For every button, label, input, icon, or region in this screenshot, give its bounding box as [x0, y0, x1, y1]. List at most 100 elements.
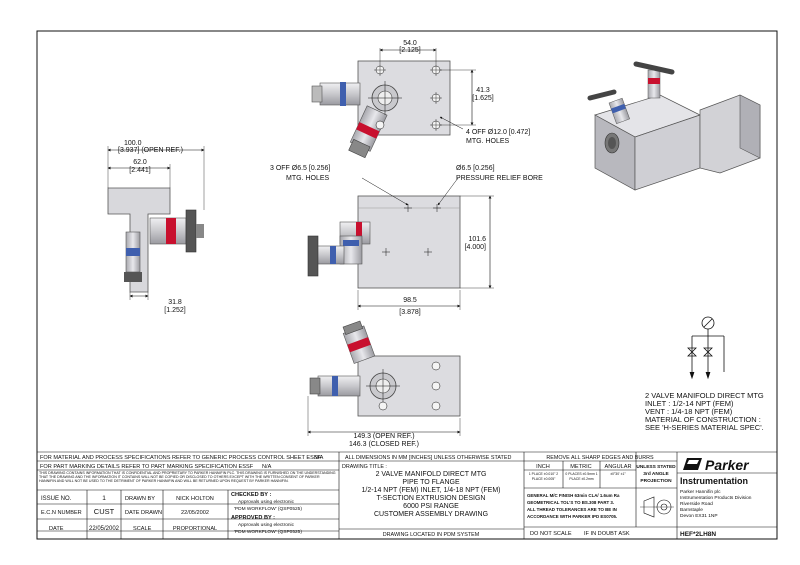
date-label: DATE [49, 526, 64, 532]
marking-note: FOR PART MARKING DETAILS REFER TO PART M… [40, 464, 254, 470]
top-width-dim-inch: [2.125] [399, 47, 420, 54]
top-holes-note-2: MTG. HOLES [466, 138, 510, 145]
confidentiality-notice: THIS DRAWING CONTAINS INFORMATION THAT I… [39, 471, 336, 484]
tolerance-metric-values: 0 PLACES ±0.5mm 1 PLACE ±0.2mm [565, 472, 598, 481]
finish-line-1: GENERAL M/C FINISH 63min CLA/ 1.6um Ra [527, 493, 620, 498]
date-drawn-value: 22/05/2002 [181, 510, 209, 516]
do-not-scale-note: DO NOT SCALE [530, 531, 572, 537]
finish-line-3: ALL THREAD TOLERANCES ARE TO BE IN [527, 507, 617, 512]
spec-line-4: MATERIAL OF CONSTRUCTION : [645, 415, 761, 424]
valve-schematic [687, 316, 725, 380]
side-62-dim-value: 62.0 [133, 159, 147, 166]
bottom-open-dim: 149.3 (OPEN REF.) [353, 433, 414, 440]
remove-burrs-note: REMOVE ALL SHARP EDGES AND BURRS [546, 455, 654, 461]
scale-label: SCALE [133, 526, 152, 532]
top-view: 54.0 [2.125] 41.3 [1.625] 4 OFF Ø12.0 [0… [311, 40, 530, 159]
side-open-dim-inch: [3.937] (OPEN REF.) [118, 147, 183, 154]
side-31-dim-inch: [1.252] [164, 307, 185, 314]
projection-line-1: UNLESS STATED [636, 464, 676, 470]
spec-line-3: VENT : 1/4-18 NPT (FEM) [645, 407, 733, 416]
approved-by-sub: Approvals using electronic [238, 522, 295, 528]
bottom-view: 149.3 (OPEN REF.) 146.3 (CLOSED REF.) [307, 320, 461, 448]
date-value: 22/05/2002 [89, 526, 120, 532]
checked-by-label: CHECKED BY : [231, 492, 271, 498]
scale-value: PROPORTIONAL [173, 526, 217, 532]
top-width-dim-value: 54.0 [403, 40, 417, 47]
top-inlet-valve [348, 105, 388, 159]
sheet-border [36, 30, 778, 540]
material-note: FOR MATERIAL AND PROCESS SPECIFICATIONS … [40, 455, 322, 461]
address-line-3: Riverside Road [680, 501, 713, 507]
date-drawn-label: DATE DRAWN [125, 510, 162, 516]
approved-by-pdm: 'PDM WORKFLOW' (QSP0525) [234, 529, 302, 535]
bottom-closed-dim: 146.3 (CLOSED REF.) [349, 441, 419, 448]
front-view-body [357, 195, 461, 289]
tolerance-inch-values: 1 PLACE ±0.010" 2 PLACE ±0.005" [528, 472, 559, 481]
checked-by-pdm: 'PDM WORKFLOW' (QSP0525) [234, 506, 302, 512]
address-line-5: Devon EX31 1NP [680, 513, 718, 519]
third-angle-projection-icon [640, 496, 674, 518]
front-mtg-note-2: MTG. HOLES [286, 175, 330, 182]
checked-by-sub: Approvals using electronic [238, 499, 295, 505]
isometric-view [587, 61, 761, 191]
marking-note-value: N/A [262, 464, 272, 470]
tolerance-col-metric: METRIC [570, 464, 591, 470]
drawing-title-line-1: 2 VALVE MANIFOLD DIRECT MTG [376, 471, 487, 478]
side-62-dim-inch: [2.441] [129, 167, 150, 174]
top-height-dim-value: 41.3 [476, 87, 490, 94]
projection-line-2: 3rd ANGLE [643, 471, 669, 477]
issue-label: ISSUE NO. [41, 496, 72, 502]
front-width-dim-value: 98.5 [403, 297, 417, 304]
tolerance-col-angular: ANGULAR [604, 464, 631, 470]
drawn-by-value: NICK HOLTON [176, 496, 214, 502]
division-name: Instrumentation [680, 476, 748, 486]
drawn-by-label: DRAWN BY [125, 496, 155, 502]
address-line-4: Barnstaple [680, 507, 703, 513]
address-line-1: Parker Hannifin plc [680, 489, 721, 495]
ecn-label: E.C.N NUMBER [41, 510, 82, 516]
iso-valve-red [633, 61, 675, 99]
drawing-title-line-3: 1/2-14 NPT (FEM) INLET, 1/4-18 NPT (FEM) [362, 487, 501, 494]
brand-name: Parker [705, 457, 750, 473]
front-relief-note-2: PRESSURE RELIEF BORE [456, 175, 543, 182]
spec-line-5: SEE 'H-SERIES MATERIAL SPEC'. [645, 423, 764, 432]
drawing-title-line-4: T-SECTION EXTRUSION DESIGN [377, 495, 486, 502]
top-holes-note-1: 4 OFF Ø12.0 [0.472] [466, 129, 530, 136]
spec-line-2: INLET : 1/2-14 NPT (FEM) [645, 399, 734, 408]
finish-line-4: ACCORDANCE WITH PARKER IPD ES0705. [527, 514, 617, 519]
drawing-title-line-6: CUSTOMER ASSEMBLY DRAWING [374, 511, 488, 518]
top-height-dim-inch: [1.625] [472, 95, 493, 102]
if-in-doubt-note: IF IN DOUBT ASK [584, 531, 630, 537]
side-open-dim-value: 100.0 [124, 140, 142, 147]
title-block-text: FOR MATERIAL AND PROCESS SPECIFICATIONS … [39, 455, 752, 538]
tolerance-col-inch: INCH [536, 464, 550, 470]
front-relief-note-1: Ø6.5 [0.256] [456, 165, 495, 172]
top-vent-valve-blue-band [340, 82, 346, 106]
front-height-dim-inch: [4.000] [465, 244, 486, 251]
drawing-title-line-5: 6000 PSI RANGE [403, 503, 459, 510]
drawing-title-line-2: PIPE TO FLANGE [402, 479, 460, 486]
projection-line-3: PROJECTION [640, 478, 672, 484]
part-number: HEF*2LH8N [680, 531, 716, 538]
front-view: 3 OFF Ø6.5 [0.256] MTG. HOLES Ø6.5 [0.25… [270, 165, 543, 316]
iso-valve-blue [587, 89, 631, 124]
approved-by-label: APPROVED BY : [231, 515, 275, 521]
parker-logo: Parker [683, 457, 750, 473]
side-31-dim-value: 31.8 [168, 299, 182, 306]
pdm-location-note: DRAWING LOCATED IN PDM SYSTEM [383, 532, 480, 538]
ecn-value: CUST [94, 507, 115, 516]
side-view: 100.0 [3.937] (OPEN REF.) 62.0 [2.441] 3… [107, 140, 205, 314]
spec-notes: 2 VALVE MANIFOLD DIRECT MTG INLET : 1/2-… [645, 391, 764, 432]
front-mtg-note-1: 3 OFF Ø6.5 [0.256] [270, 165, 330, 172]
front-width-dim-inch: [3.878] [399, 309, 420, 316]
material-note-value: N/A [314, 455, 324, 461]
front-height-dim-value: 101.6 [468, 236, 486, 243]
address-line-2: Instrumentation Products Division [680, 495, 752, 501]
issue-value: 1 [102, 495, 106, 502]
drawing-title-label: DRAWING TITLE : [342, 464, 387, 470]
title-block [37, 451, 777, 539]
tolerance-angular-values: ±0°30' ±1° [610, 472, 626, 476]
spec-line-1: 2 VALVE MANIFOLD DIRECT MTG [645, 391, 764, 400]
